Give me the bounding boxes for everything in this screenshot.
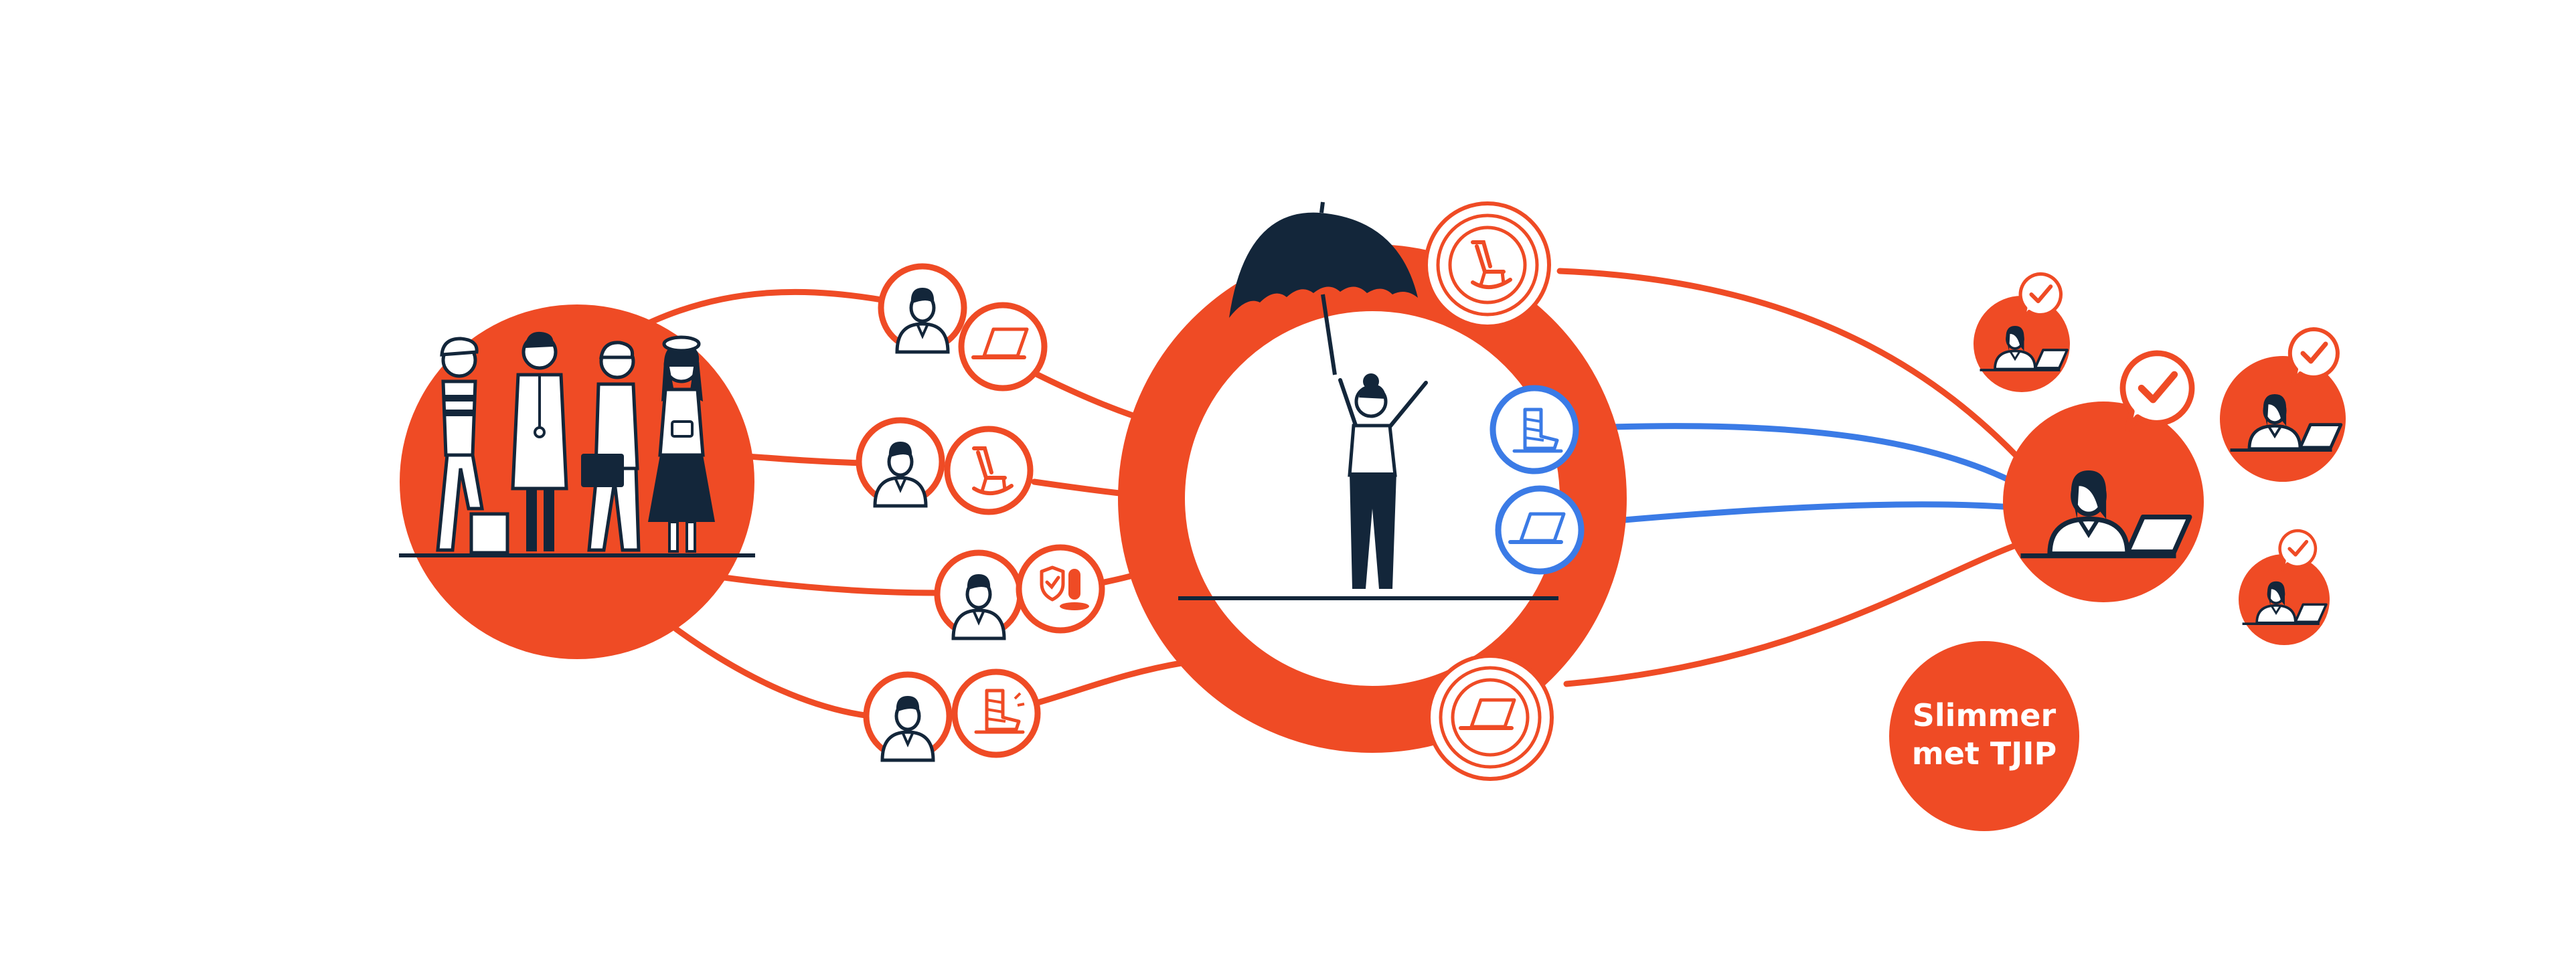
link-left-bottom	[673, 626, 874, 719]
check-bubble-icon	[2290, 329, 2338, 381]
link-blue-bottom	[1583, 501, 2032, 527]
tagline-line-1: Slimmer	[1913, 697, 2057, 733]
tagline-circle	[1889, 641, 2079, 831]
profile-chair-2	[944, 426, 1034, 515]
profile-pair-2	[856, 417, 1034, 515]
central-insurer	[1118, 201, 1627, 753]
link-right-top	[1556, 268, 2032, 472]
profile-pair-4	[863, 669, 1041, 760]
worker-figure-2	[511, 331, 568, 551]
digital-product-cast	[1490, 385, 1579, 474]
worker-figure-4	[648, 335, 715, 553]
link-mid-d	[1034, 659, 1188, 706]
right-workers	[1974, 274, 2346, 645]
link-left-low	[706, 572, 941, 596]
digital-connection-lines	[1573, 423, 2032, 527]
worker-figure-1	[436, 337, 509, 555]
profile-pair-1	[878, 263, 1048, 391]
connection-lines	[623, 268, 2032, 719]
person-with-umbrella-icon	[1338, 373, 1428, 589]
tagline-line-2: met TJIP	[1912, 735, 2057, 772]
umbrella-icon	[1229, 201, 1418, 375]
workers-group	[399, 304, 755, 659]
link-left-top	[623, 288, 900, 338]
digital-product-laptop	[1495, 485, 1585, 575]
ring-product-laptop	[1427, 654, 1554, 781]
worker-figure-3	[581, 341, 641, 552]
ring-product-chair	[1424, 201, 1551, 329]
link-blue-top	[1573, 423, 2032, 493]
profile-pair-3	[934, 544, 1105, 638]
link-right-bottom	[1563, 537, 2032, 687]
check-bubble-icon	[2123, 353, 2192, 429]
tagline-badge: Slimmer met TJIP	[1889, 641, 2079, 831]
